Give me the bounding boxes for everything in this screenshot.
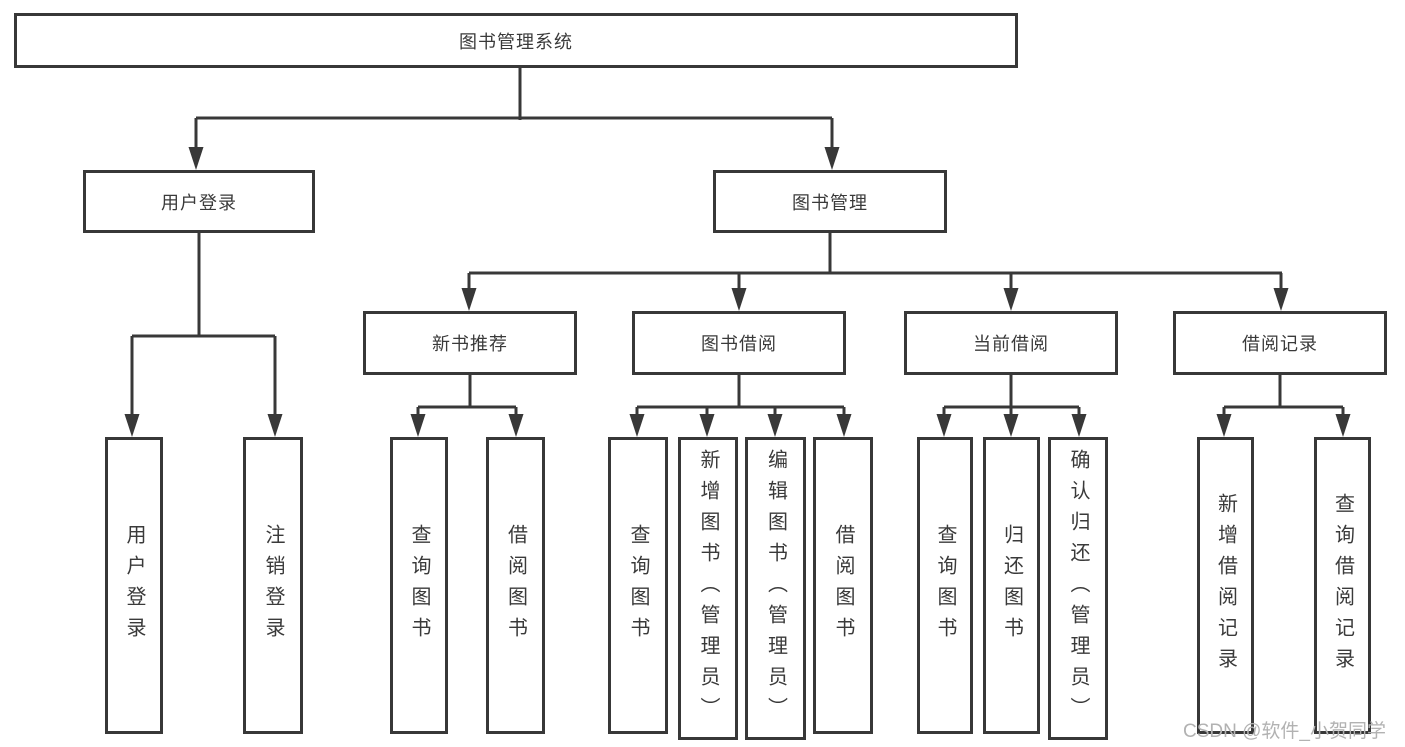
- node-new-book-recommend-label: 新书推荐: [432, 334, 508, 354]
- leaf-confirm-return-admin: 确认归还（管理员）: [1048, 437, 1108, 740]
- leaf-user-login: 用户登录: [105, 437, 163, 734]
- node-book-management: 图书管理: [713, 170, 947, 233]
- leaf-query-borrow-record: 查询借阅记录: [1314, 437, 1371, 734]
- leaf-borrow-book-label: 借阅图书: [832, 523, 854, 648]
- leaf-add-book-admin: 新增图书（管理员）: [678, 437, 738, 740]
- node-user-login: 用户登录: [83, 170, 315, 233]
- leaf-query-book-borrow: 查询图书: [608, 437, 668, 734]
- leaf-add-book-admin-label: 新增图书（管理员）: [697, 449, 719, 728]
- node-root-label: 图书管理系统: [459, 31, 573, 52]
- node-user-login-label: 用户登录: [161, 192, 237, 213]
- node-current-borrow: 当前借阅: [904, 311, 1118, 375]
- leaf-query-book-borrow-label: 查询图书: [627, 523, 649, 648]
- leaf-borrow-book: 借阅图书: [813, 437, 873, 734]
- leaf-edit-book-admin: 编辑图书（管理员）: [745, 437, 806, 740]
- node-root: 图书管理系统: [14, 13, 1018, 68]
- leaf-confirm-return-admin-label: 确认归还（管理员）: [1067, 449, 1089, 728]
- leaf-add-borrow-record: 新增借阅记录: [1197, 437, 1254, 734]
- leaf-query-book-current: 查询图书: [917, 437, 973, 734]
- node-new-book-recommend: 新书推荐: [363, 311, 577, 375]
- leaf-query-borrow-record-label: 查询借阅记录: [1331, 492, 1354, 679]
- leaf-return-book-label: 归还图书: [1000, 523, 1023, 648]
- leaf-edit-book-admin-label: 编辑图书（管理员）: [764, 449, 787, 728]
- leaf-borrow-book-recommend-label: 借阅图书: [504, 523, 527, 648]
- leaf-user-login-label: 用户登录: [123, 523, 145, 648]
- leaf-query-book-recommend-label: 查询图书: [408, 523, 430, 648]
- leaf-return-book: 归还图书: [983, 437, 1040, 734]
- node-book-borrow-label: 图书借阅: [701, 334, 777, 354]
- leaf-logout: 注销登录: [243, 437, 303, 734]
- node-borrow-record-label: 借阅记录: [1242, 334, 1318, 354]
- leaf-add-borrow-record-label: 新增借阅记录: [1214, 492, 1237, 679]
- node-borrow-record: 借阅记录: [1173, 311, 1387, 375]
- leaf-query-book-current-label: 查询图书: [934, 523, 956, 648]
- node-book-management-label: 图书管理: [792, 192, 868, 213]
- node-book-borrow: 图书借阅: [632, 311, 846, 375]
- leaf-query-book-recommend: 查询图书: [390, 437, 448, 734]
- node-current-borrow-label: 当前借阅: [973, 334, 1049, 354]
- leaf-logout-label: 注销登录: [262, 523, 284, 648]
- leaf-borrow-book-recommend: 借阅图书: [486, 437, 545, 734]
- csdn-watermark: CSDN @软件_小贺同学: [1183, 721, 1386, 742]
